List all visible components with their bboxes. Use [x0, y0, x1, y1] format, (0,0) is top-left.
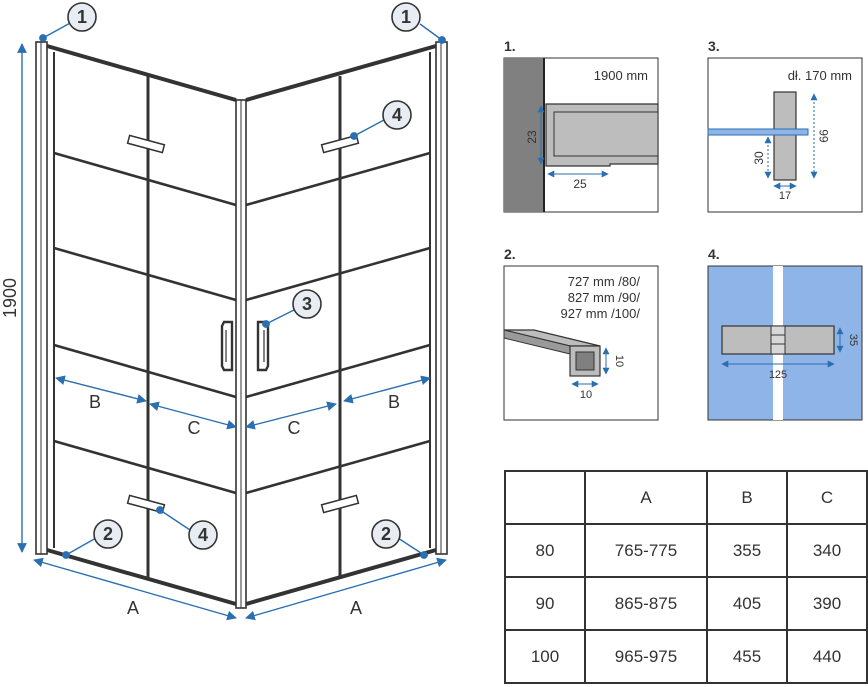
svg-text:1: 1 — [77, 7, 87, 27]
detail-1-length: 1900 mm — [594, 68, 648, 83]
dim-b-right: B — [388, 392, 400, 412]
svg-text:3: 3 — [302, 294, 312, 314]
table-row: 80 765-775 355 340 — [504, 523, 868, 578]
svg-text:2: 2 — [381, 524, 391, 544]
hinge-upper-left — [126, 134, 166, 154]
detail-1: 1. 1900 mm 23 25 — [503, 38, 659, 213]
detail-4-number: 4. — [708, 246, 720, 262]
table-header-row: A B C — [504, 470, 868, 525]
callout-1-left: 1 — [67, 2, 97, 32]
detail-3-number: 3. — [708, 38, 720, 54]
hinge-upper-right — [320, 134, 360, 154]
detail-3: 3. dł. 170 mm 66 30 17 — [707, 38, 863, 213]
table-header-cell: B — [706, 470, 788, 525]
top-rail-left — [46, 44, 237, 102]
door-handles — [220, 320, 270, 372]
table-cell: 340 — [786, 523, 868, 578]
svg-text:30: 30 — [752, 151, 766, 165]
callout-1-right: 1 — [391, 2, 421, 32]
svg-text:125: 125 — [769, 369, 787, 381]
callout-2-left: 2 — [93, 519, 123, 549]
svg-text:10: 10 — [580, 389, 592, 401]
height-dimension: 1900 — [0, 43, 27, 553]
table-cell: 355 — [706, 523, 788, 578]
callout-4-lower: 4 — [188, 520, 218, 550]
bottom-rail-left — [46, 548, 237, 606]
table-header-cell — [504, 470, 586, 525]
height-label: 1900 — [0, 278, 20, 318]
hinge-lower-right — [320, 494, 360, 514]
dim-c-right: C — [288, 418, 301, 438]
callout-leaders — [39, 21, 446, 559]
dim-c-left: C — [188, 418, 201, 438]
detail-4: 4. 35 125 — [707, 246, 863, 421]
table-row: 90 865-875 405 390 — [504, 576, 868, 631]
svg-text:25: 25 — [573, 177, 587, 191]
table-header-cell: A — [584, 470, 708, 525]
detail-3-length: dł. 170 mm — [788, 68, 852, 83]
table-cell: 390 — [786, 576, 868, 631]
table-cell: 765-775 — [584, 523, 708, 578]
svg-text:727 mm /80/: 727 mm /80/ — [568, 274, 641, 289]
svg-text:2: 2 — [103, 524, 113, 544]
table-cell: 455 — [706, 629, 788, 684]
svg-text:66: 66 — [817, 129, 831, 143]
grid-bars-right — [245, 151, 431, 495]
grid-bars-left — [53, 151, 237, 495]
svg-text:1: 1 — [401, 7, 411, 27]
table-header-cell: C — [786, 470, 868, 525]
table-cell: 405 — [706, 576, 788, 631]
callout-3: 3 — [292, 289, 322, 319]
table-cell: 100 — [504, 629, 586, 684]
svg-text:10: 10 — [613, 355, 625, 367]
detail-2-number: 2. — [504, 246, 516, 262]
dim-b-left: B — [89, 392, 101, 412]
size-table: A B C 80 765-775 355 340 90 865-875 405 … — [504, 470, 868, 684]
svg-text:4: 4 — [198, 525, 208, 545]
callout-4-upper: 4 — [382, 100, 412, 130]
table-cell: 90 — [504, 576, 586, 631]
dim-a-left: A — [127, 598, 139, 618]
svg-text:17: 17 — [779, 190, 791, 202]
detail-1-number: 1. — [504, 38, 516, 54]
svg-text:4: 4 — [392, 105, 402, 125]
table-cell: 865-875 — [584, 576, 708, 631]
svg-text:35: 35 — [847, 334, 859, 346]
table-cell: 80 — [504, 523, 586, 578]
table-row: 100 965-975 455 440 — [504, 629, 868, 684]
top-rail-right — [245, 44, 437, 102]
dim-a-right: A — [350, 598, 362, 618]
table-cell: 965-975 — [584, 629, 708, 684]
detail-2: 2. 727 mm /80/ 827 mm /90/ 927 mm /100/ … — [503, 246, 659, 421]
width-dimensions — [33, 375, 447, 621]
callout-2-right: 2 — [371, 519, 401, 549]
svg-text:23: 23 — [525, 130, 539, 144]
svg-text:827 mm /90/: 827 mm /90/ — [568, 290, 641, 305]
svg-text:927 mm /100/: 927 mm /100/ — [561, 306, 641, 321]
table-cell: 440 — [786, 629, 868, 684]
